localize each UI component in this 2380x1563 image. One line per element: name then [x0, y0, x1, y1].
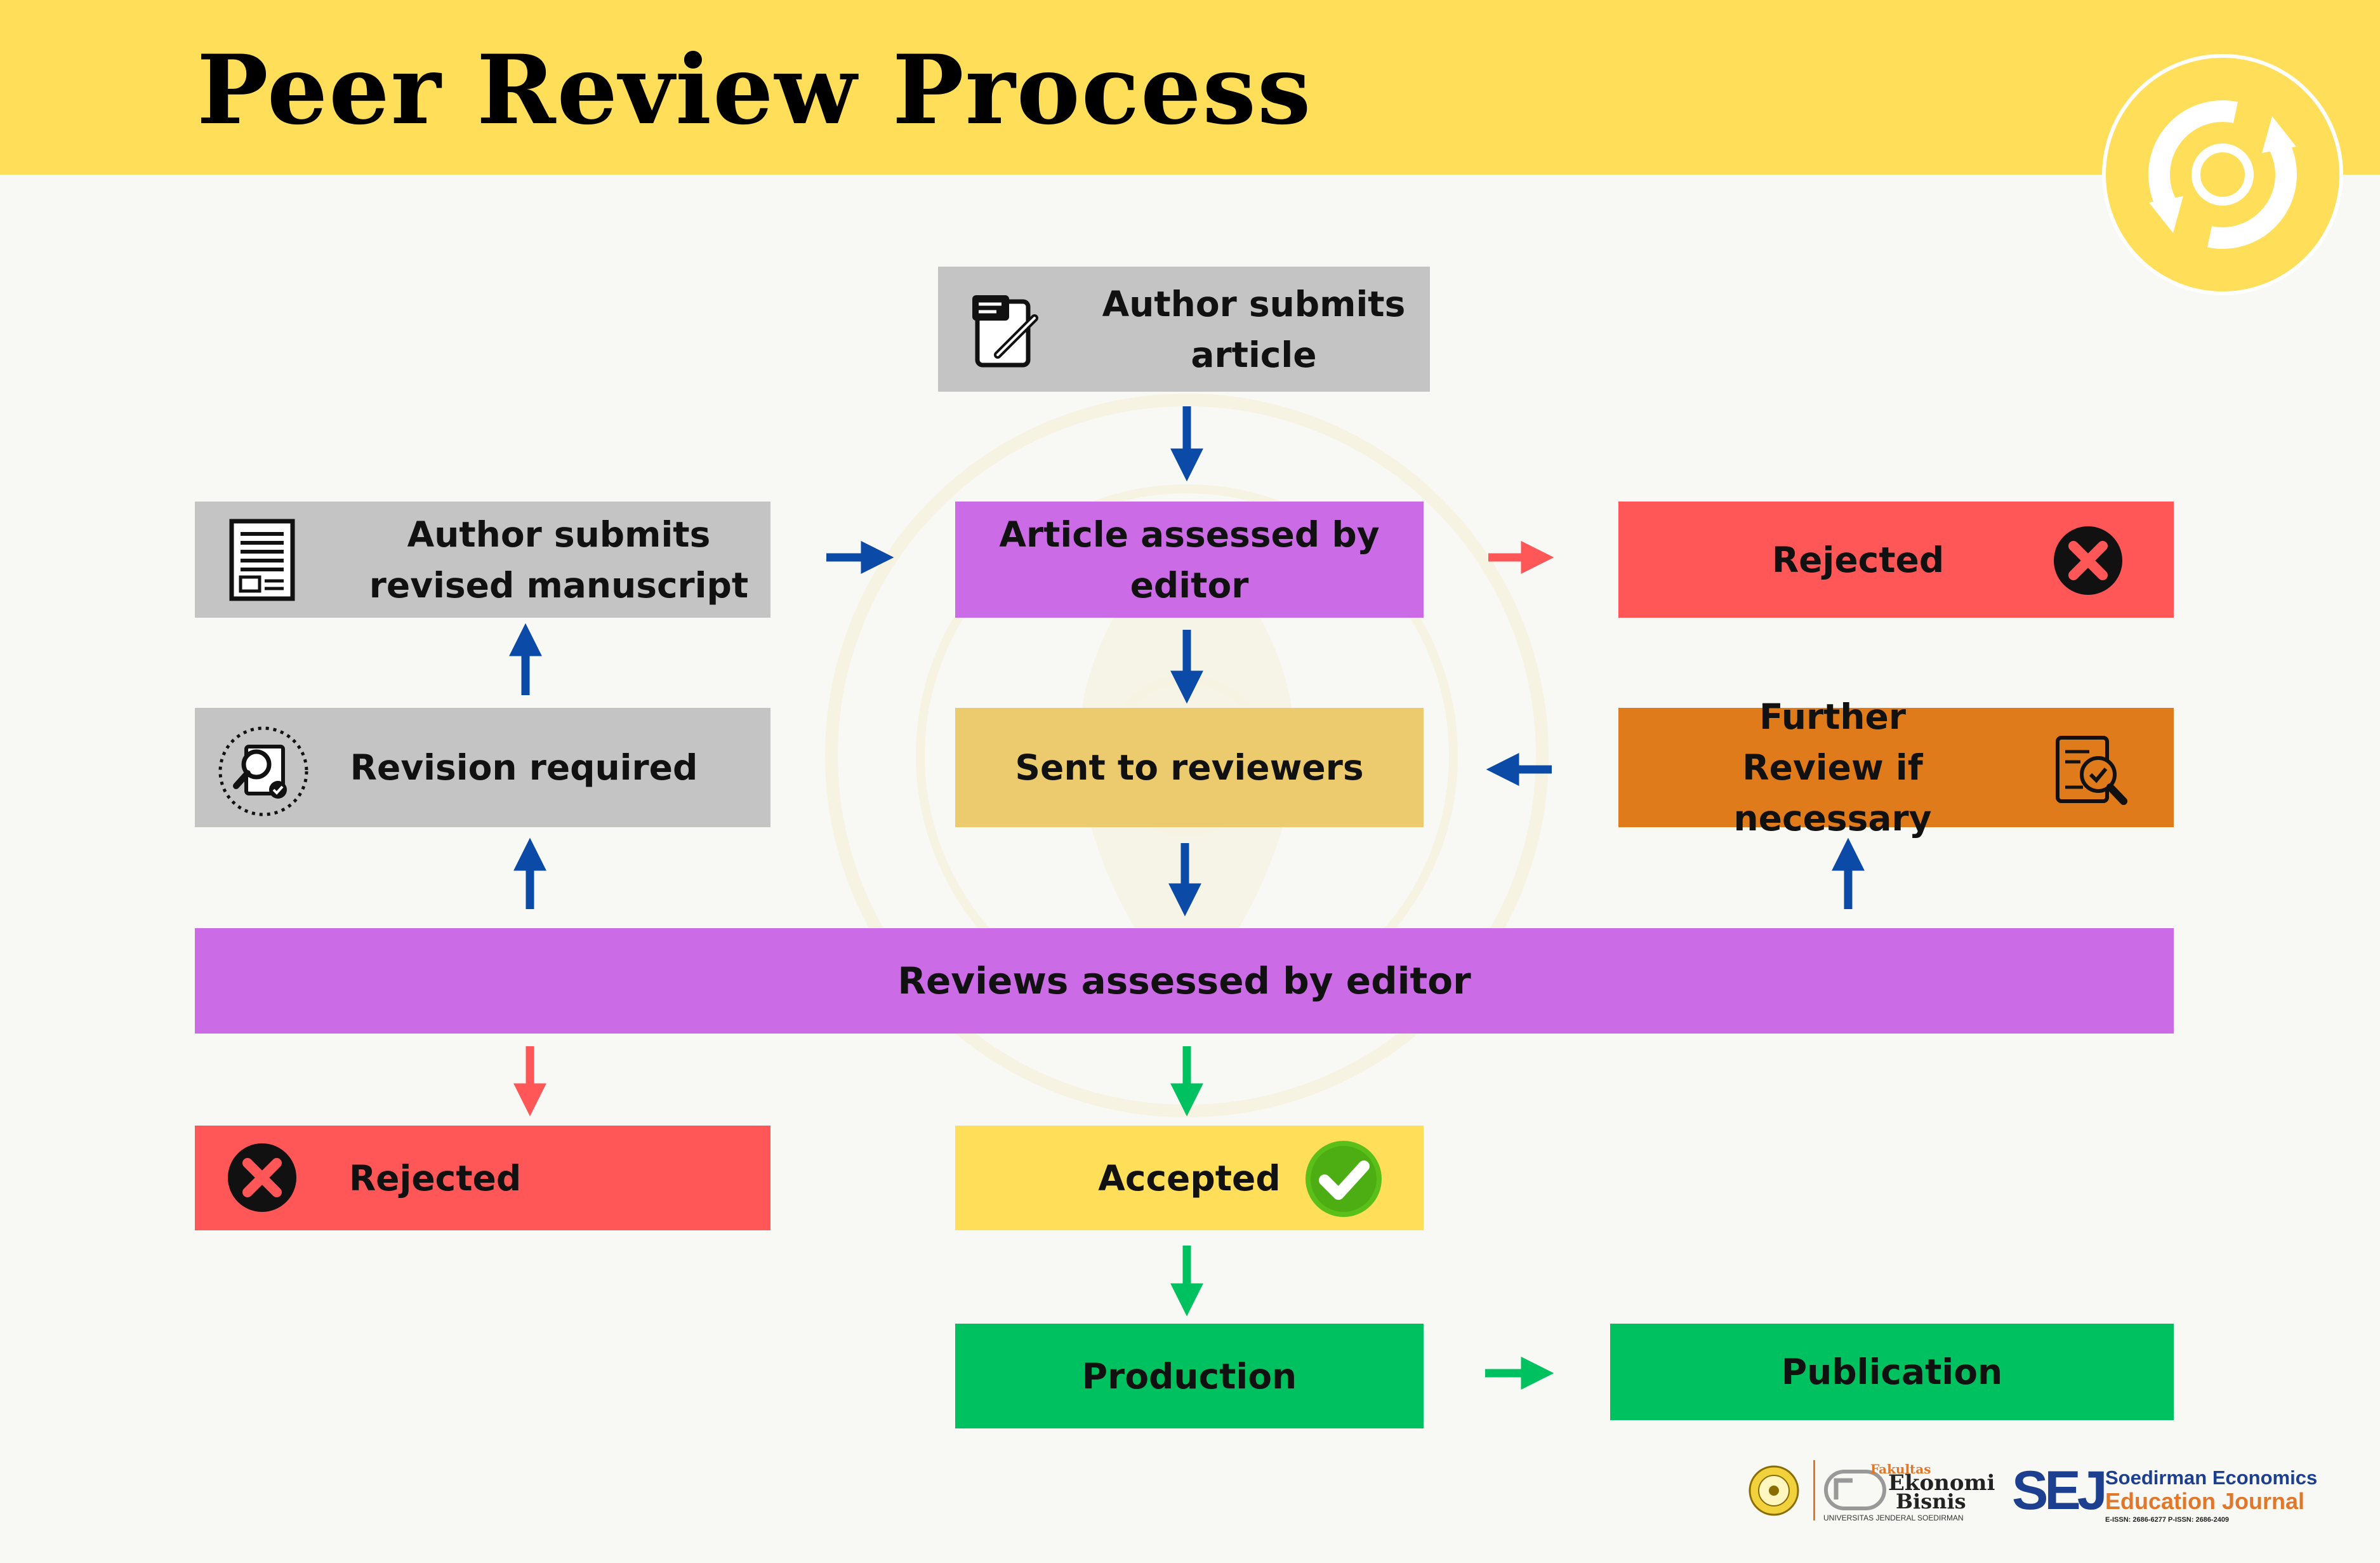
header-band	[0, 0, 2380, 175]
node-publication: Publication	[1610, 1324, 2174, 1420]
node-production: Production	[955, 1324, 1424, 1428]
node-reviews-assessed-label: Reviews assessed by editor	[897, 959, 1471, 1002]
node-reviews-assessed: Reviews assessed by editor	[195, 928, 2174, 1034]
feb-ekonomi: Ekonomi	[1888, 1470, 1995, 1496]
sej-line1: Soedirman Economics	[2105, 1467, 2318, 1489]
clipboard-search-icon	[2056, 736, 2127, 805]
node-publication-label: Publication	[1781, 1352, 2003, 1392]
sej-mark: SEJ	[2012, 1460, 2108, 1521]
manuscript-icon	[229, 519, 295, 601]
node-sent-to-reviewers: Sent to reviewers	[955, 708, 1424, 827]
node-article-assessed: Article assessed by editor	[955, 502, 1424, 618]
refresh-cycle-icon	[2102, 54, 2343, 295]
feb-fakultas: Fakultas	[1870, 1461, 1931, 1477]
node-further-review: Further Review if necessary	[1618, 696, 2174, 839]
node-revision-required-label: Revision required	[350, 747, 698, 788]
feb-university: UNIVERSITAS JENDERAL SOEDIRMAN	[1823, 1513, 1964, 1522]
node-rejected-top: Rejected	[1618, 502, 2174, 618]
feb-bisnis: Bisnis	[1896, 1489, 1966, 1513]
page-title: Peer Review Process	[197, 34, 1312, 146]
document-search-icon	[218, 726, 308, 816]
footer-logos: Fakultas Ekonomi Bisnis UNIVERSITAS JEND…	[1749, 1447, 2332, 1530]
node-revised-manuscript-label: Author submits revised manuscript	[369, 514, 749, 606]
node-production-label: Production	[1081, 1355, 1297, 1397]
node-sent-to-reviewers-label: Sent to reviewers	[1015, 747, 1364, 788]
x-circle-icon	[2054, 526, 2122, 595]
feb-logo-icon	[1824, 1470, 1886, 1510]
node-further-review-label: Further Review if necessary	[1733, 696, 1932, 839]
document-edit-icon	[972, 295, 1038, 368]
sej-issn: E-ISSN: 2686-6277 P-ISSN: 2686-2409	[2105, 1516, 2230, 1524]
node-article-assessed-label: Article assessed by editor	[999, 514, 1380, 606]
node-revision-required: Revision required	[195, 708, 770, 827]
footer-divider	[1813, 1460, 1815, 1520]
node-rejected-top-label: Rejected	[1771, 539, 1945, 580]
node-author-submits-label: Author submits article	[1102, 283, 1406, 375]
node-rejected-bottom-label: Rejected	[348, 1157, 522, 1199]
university-seal-icon	[1749, 1465, 1799, 1516]
x-circle-icon	[228, 1143, 296, 1212]
sej-line2: Education Journal	[2105, 1488, 2305, 1514]
node-accepted-label: Accepted	[1098, 1157, 1281, 1199]
check-circle-icon	[1306, 1141, 1382, 1217]
